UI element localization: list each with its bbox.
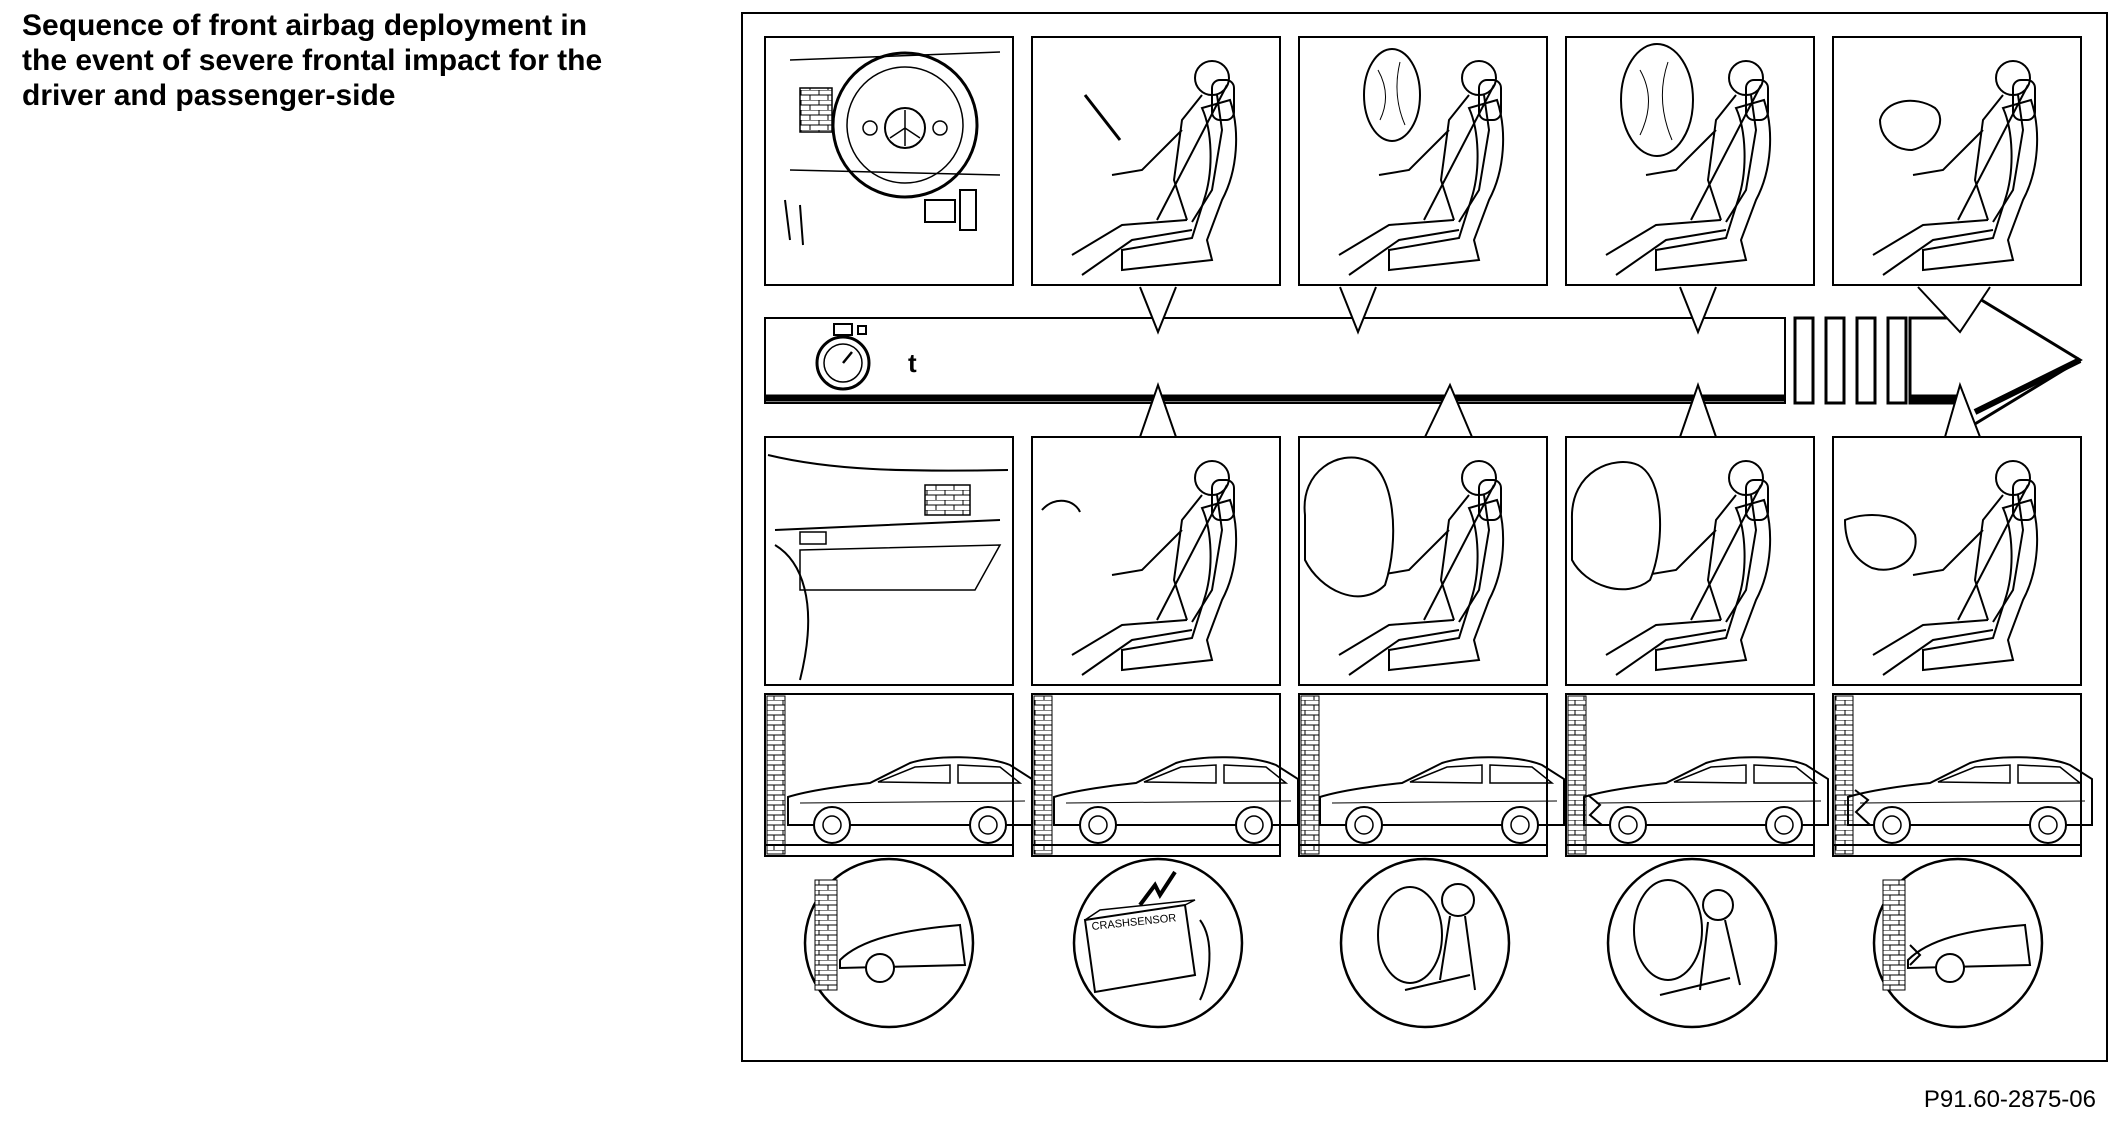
detail-circle-1 bbox=[803, 857, 975, 1029]
passenger-pointers bbox=[1139, 381, 1981, 438]
diagram-title: Sequence of front airbag deployment in t… bbox=[22, 8, 722, 113]
stopwatch-icon bbox=[815, 323, 871, 391]
figure-code: P91.60-2875-06 bbox=[1923, 1086, 2096, 1113]
driver-panel-2 bbox=[1031, 36, 1281, 286]
vehicle-panel-3 bbox=[1298, 693, 1565, 857]
passenger-panel-5 bbox=[1832, 436, 2082, 686]
passenger-panel-2 bbox=[1031, 436, 1281, 686]
timeline-label: t bbox=[908, 348, 917, 378]
detail-circle-5 bbox=[1872, 857, 2044, 1029]
vehicle-panel-2 bbox=[1031, 693, 1299, 857]
driver-panel-5 bbox=[1832, 36, 2082, 286]
vehicle-row bbox=[764, 693, 2093, 857]
driver-panel-1 bbox=[764, 36, 1014, 286]
title-line-2: the event of severe frontal impact for t… bbox=[22, 44, 603, 77]
detail-circle-3 bbox=[1339, 857, 1511, 1029]
vehicle-panel-5 bbox=[1832, 693, 2093, 857]
passenger-panel-3 bbox=[1298, 436, 1548, 686]
detail-circle-4 bbox=[1606, 857, 1778, 1029]
driver-pointers bbox=[1139, 286, 1991, 335]
title-line-1: Sequence of front airbag deployment in bbox=[22, 9, 588, 42]
driver-panel-3 bbox=[1298, 36, 1548, 286]
driver-panel-4 bbox=[1565, 36, 1815, 286]
vehicle-panel-1 bbox=[764, 693, 1033, 857]
title-line-3: driver and passenger-side bbox=[22, 79, 396, 112]
vehicle-panel-4 bbox=[1565, 693, 1829, 857]
detail-circle-2: CRASHSENSOR bbox=[1072, 857, 1244, 1029]
driver-row bbox=[764, 36, 2082, 286]
passenger-row bbox=[764, 436, 2082, 686]
passenger-panel-4 bbox=[1565, 436, 1815, 686]
detail-row: CRASHSENSOR bbox=[803, 857, 2044, 1029]
passenger-panel-1 bbox=[764, 436, 1014, 686]
